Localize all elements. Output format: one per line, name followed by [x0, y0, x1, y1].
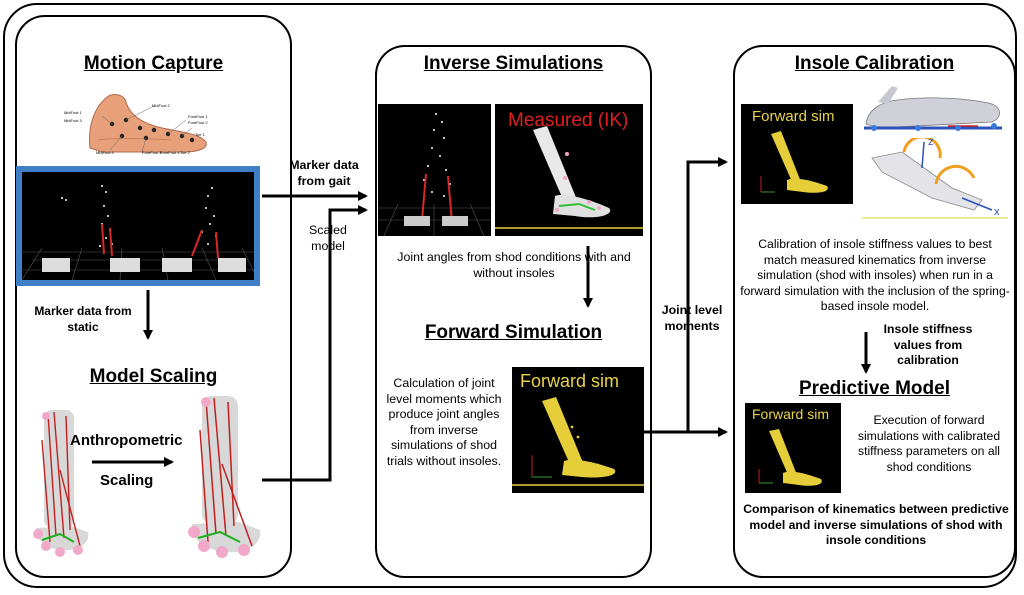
joint-angles-text: Joint angles from shod conditions with a… — [397, 250, 631, 280]
foot-label-midfoot3: MidFoot 3 — [64, 118, 82, 123]
insole-forward-image — [741, 104, 853, 204]
forward-sim-image — [512, 367, 644, 493]
forward-description: Calculation of joint level moments which… — [386, 376, 502, 468]
foot-label-toe1: Toe 1 — [195, 132, 205, 137]
forward-title: Forward Simulation — [424, 322, 603, 343]
predictive-title: Predictive Model — [799, 378, 950, 399]
foot-label-forefoot1: ForeFoot 1 — [188, 114, 208, 119]
outer-frame — [3, 3, 1017, 588]
unscaled-model-image — [30, 410, 92, 560]
comparison-text: Comparison of kinematics between predict… — [743, 502, 1009, 547]
inverse-ik-image — [495, 104, 643, 236]
axis-z-label: z — [928, 136, 934, 148]
mocap-viewer — [16, 166, 260, 286]
axis-x-label: x — [994, 206, 1000, 218]
inverse-marker-image — [378, 104, 491, 237]
foot-label-toe2: Toe 2 — [180, 150, 190, 155]
insole-axes-image — [862, 135, 1008, 220]
joint-level-label: Joint level moments — [661, 303, 723, 333]
measured-ik-label: Measured (IK) — [508, 110, 629, 131]
predictive-description: Execution of forward simulations with ca… — [857, 413, 1001, 474]
scaled-model-image — [186, 396, 266, 560]
insole-forward-label: Forward sim — [752, 108, 835, 125]
foot-label-midfoot1: MidFoot 1 — [64, 110, 82, 115]
insole-stiffness-label: Insole stiffness values from calibration — [883, 322, 973, 367]
insole-foot-image — [858, 80, 1008, 134]
model-scaling-title: Model Scaling — [89, 366, 218, 387]
predictive-forward-image — [745, 403, 841, 493]
foot-label-midfoot4: MidFoot 4 — [96, 150, 114, 155]
motion-capture-title: Motion Capture — [83, 53, 224, 74]
foot-label-forefoot3: ForeFoot 3 — [142, 150, 162, 155]
foot-label-forefoot4: ForeFoot 4 — [160, 150, 180, 155]
forward-sim-label: Forward sim — [520, 371, 620, 391]
scaled-model-label: Scaled model — [309, 223, 347, 253]
predictive-forward-label: Forward sim — [752, 406, 830, 422]
marker-static-label: Marker data from static — [34, 304, 132, 334]
scaling-label: Scaling — [100, 472, 154, 489]
anthropometric-label: Anthropometric — [70, 432, 183, 449]
foot-marker-photo — [82, 90, 212, 158]
marker-gait-label: Marker data from gait — [289, 158, 359, 188]
foot-label-midfoot2: MidFoot 2 — [152, 103, 170, 108]
inverse-title: Inverse Simulations — [423, 53, 604, 74]
insole-description: Calibration of insole stiffness values t… — [740, 237, 1010, 313]
foot-label-forefoot2: ForeFoot 2 — [188, 120, 208, 125]
insole-title: Insole Calibration — [794, 53, 955, 74]
